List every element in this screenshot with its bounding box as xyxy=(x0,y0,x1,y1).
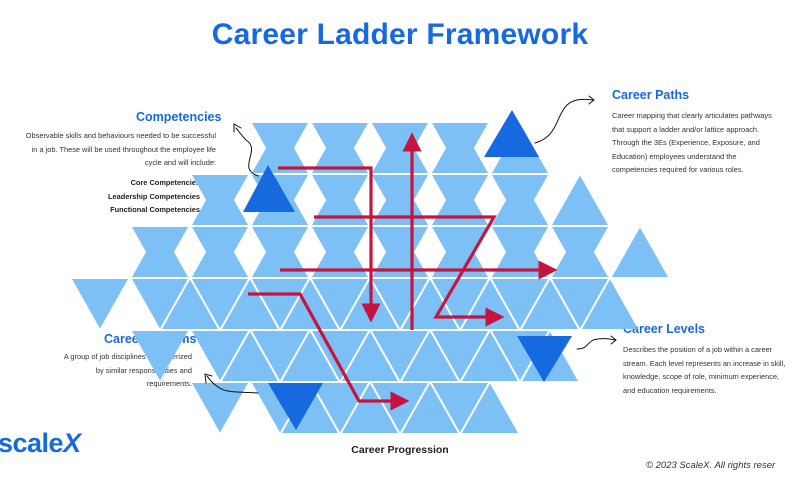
scalex-logo: scaleX xyxy=(0,428,81,459)
competencies-pointer-arrow xyxy=(235,127,259,177)
career-streams-description: A group of job disciplines characterized… xyxy=(32,350,192,391)
career-levels-line: Describes the position of a job within a… xyxy=(623,345,773,354)
grid-triangle-tile xyxy=(372,331,428,381)
career-streams-pointer-head xyxy=(204,373,213,384)
grid-triangle-tile xyxy=(192,331,248,381)
grid-triangle-tile xyxy=(492,227,548,277)
career-levels-title: Career Levels xyxy=(623,322,706,336)
grid-triangle-tile xyxy=(612,227,668,277)
career-path-arrow xyxy=(248,292,410,411)
career-streams-line: A group of job disciplines characterized xyxy=(63,352,192,361)
career-path-arrow xyxy=(278,166,381,323)
bullet-functional-competencies: Functional Competencies xyxy=(108,203,214,217)
bullet-leadership-competencies: Leadership Competencies xyxy=(108,190,214,204)
grid-triangle-tile xyxy=(432,175,488,225)
grid-triangle-tile xyxy=(432,279,488,329)
grid-triangle-tile xyxy=(432,227,488,277)
grid-triangle-tile xyxy=(582,279,638,329)
grid-triangle-tile xyxy=(462,331,518,381)
grid-triangle-tile xyxy=(432,123,488,173)
grid-triangle-tile xyxy=(252,227,308,277)
career-paths-line: that support a ladder and/or lattice app… xyxy=(612,124,760,134)
grid-triangle-tile xyxy=(372,175,428,225)
career-paths-line: Through the 3Es (Experience, Exposure, a… xyxy=(612,138,760,147)
grid-triangle-tile xyxy=(162,279,218,329)
career-streams-line: requirements. xyxy=(146,379,192,388)
grid-triangle-tile xyxy=(312,227,368,277)
competencies-line: Observable skills and behaviours needed … xyxy=(25,131,216,140)
page-title: Career Ladder Framework xyxy=(211,18,589,51)
grid-triangle-tile xyxy=(402,383,458,433)
career-levels-pointer-head xyxy=(610,335,617,345)
grid-triangle-tile xyxy=(312,279,368,329)
logo-x-mark: X xyxy=(63,428,81,458)
grid-triangle-tile xyxy=(282,279,338,329)
bullet-core-competencies: Core Competencies xyxy=(108,176,214,190)
grid-triangle-tile xyxy=(222,279,278,329)
career-paths-triangle-marker xyxy=(484,110,539,157)
grid-triangle-tile xyxy=(522,279,578,329)
career-paths-pointer-head xyxy=(588,95,595,105)
grid-triangle-tile xyxy=(552,227,608,277)
career-levels-description: Describes the position of a job within a… xyxy=(623,343,800,397)
grid-triangle-tile xyxy=(192,279,248,329)
career-paths-title: Career Paths xyxy=(612,88,690,102)
logo-text: scale xyxy=(0,428,64,458)
career-levels-triangle-marker xyxy=(517,336,572,382)
grid-triangle-tile xyxy=(132,279,188,329)
copyright-notice: © 2023 ScaleX. All rights reser xyxy=(646,460,776,471)
grid-triangle-tile xyxy=(342,383,398,433)
grid-triangle-tile xyxy=(552,279,608,329)
grid-triangle-tile xyxy=(192,227,248,277)
grid-triangle-tile xyxy=(402,331,458,381)
grid-triangle-tile xyxy=(132,331,188,381)
grid-triangle-tile xyxy=(312,383,368,433)
competencies-pointer-head xyxy=(233,123,242,133)
competencies-line: in a job. These will be used throughout … xyxy=(31,144,216,154)
grid-triangle-tile xyxy=(462,383,518,433)
career-paths-line: Career mapping that clearly articulates … xyxy=(612,111,772,120)
competencies-line: cycle and will include: xyxy=(144,158,216,167)
grid-triangle-tile xyxy=(72,279,128,329)
competencies-triangle-marker xyxy=(243,165,295,212)
career-path-arrow xyxy=(314,215,505,327)
grid-triangle-tile xyxy=(372,279,428,329)
grid-triangle-tile xyxy=(492,175,548,225)
career-levels-pointer-arrow xyxy=(576,338,616,350)
career-paths-description: Career mapping that clearly articulates … xyxy=(612,109,798,177)
grid-triangle-tile xyxy=(342,331,398,381)
grid-triangle-tile xyxy=(312,123,368,173)
grid-triangle-tile xyxy=(552,175,608,225)
grid-triangle-tile xyxy=(372,227,428,277)
career-streams-pointer-arrow xyxy=(206,375,259,394)
grid-triangle-tile xyxy=(252,279,308,329)
grid-triangle-tile xyxy=(252,123,308,173)
grid-triangle-tile xyxy=(252,331,308,381)
competencies-description: Observable skills and behaviours needed … xyxy=(6,129,216,170)
career-paths-line: Education) employees understand the xyxy=(612,151,737,161)
career-levels-line: stream. Each level represents an increas… xyxy=(623,358,786,368)
grid-triangle-tile xyxy=(132,227,188,277)
grid-triangle-tile xyxy=(282,331,338,381)
competencies-title: Competencies xyxy=(136,110,222,124)
grid-triangle-tile xyxy=(222,331,278,381)
career-levels-line: and education requirements. xyxy=(623,385,717,395)
grid-triangle-tile xyxy=(492,279,548,329)
career-streams-triangle-marker xyxy=(268,383,323,430)
grid-triangle-tile xyxy=(312,175,368,225)
grid-triangle-tile xyxy=(432,383,488,433)
grid-triangle-tile xyxy=(192,175,248,225)
grid-triangle-tile xyxy=(432,331,488,381)
career-path-arrows xyxy=(248,132,558,411)
grid-triangle-tile xyxy=(192,383,248,433)
competencies-bullet-list: Core Competencies Leadership Competencie… xyxy=(108,176,214,217)
career-progression-label: Career Progression xyxy=(351,444,449,456)
career-paths-line: competencies required for various roles. xyxy=(612,165,744,174)
career-paths-pointer-arrow xyxy=(534,98,594,144)
career-levels-line: knowledge, scope of role, minimum experi… xyxy=(623,372,780,381)
career-streams-line: by similar responsibilities and xyxy=(95,365,192,375)
